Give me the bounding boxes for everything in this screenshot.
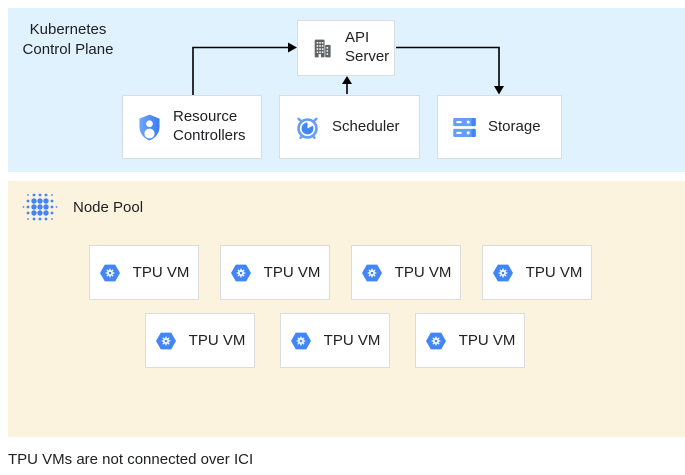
tpu-vm-label: TPU VM bbox=[323, 332, 381, 349]
dot-grid-icon bbox=[22, 189, 58, 225]
node-pool-label: Node Pool bbox=[73, 198, 144, 216]
tpu-vm-label: TPU VM bbox=[394, 264, 452, 281]
building-icon bbox=[310, 36, 335, 61]
tpu-hexagon-icon bbox=[99, 263, 121, 283]
control-plane-label: Kubernetes Control Plane bbox=[22, 21, 114, 59]
tpu-vm-label: TPU VM bbox=[263, 264, 321, 281]
tpu-vm-node-5: TPU VM bbox=[145, 313, 255, 368]
tpu-vm-node-3: TPU VM bbox=[351, 245, 461, 300]
tpu-vm-label: TPU VM bbox=[458, 332, 516, 349]
scheduler-node: Scheduler bbox=[279, 95, 420, 159]
tpu-vm-label: TPU VM bbox=[188, 332, 246, 349]
scheduler-label: Scheduler bbox=[332, 117, 400, 135]
tpu-hexagon-icon bbox=[290, 331, 312, 351]
tpu-hexagon-icon bbox=[155, 331, 177, 351]
tpu-vm-node-1: TPU VM bbox=[89, 245, 199, 300]
node-pool-header: Node Pool bbox=[22, 189, 143, 225]
tpu-vm-label: TPU VM bbox=[132, 264, 190, 281]
tpu-vm-node-6: TPU VM bbox=[280, 313, 390, 368]
resource-controllers-node: Resource Controllers bbox=[122, 95, 262, 159]
tpu-vm-node-7: TPU VM bbox=[415, 313, 525, 368]
tpu-vm-node-2: TPU VM bbox=[220, 245, 330, 300]
storage-node: Storage bbox=[437, 95, 562, 159]
node-pool-panel bbox=[8, 181, 685, 437]
shield-person-icon bbox=[136, 113, 163, 142]
server-stack-icon bbox=[451, 114, 478, 141]
alarm-clock-icon bbox=[293, 113, 322, 142]
tpu-vm-label: TPU VM bbox=[525, 264, 583, 281]
storage-label: Storage bbox=[488, 117, 541, 135]
tpu-hexagon-icon bbox=[425, 331, 447, 351]
api-server-node: API Server bbox=[297, 20, 395, 76]
resource-controllers-label: Resource Controllers bbox=[173, 108, 246, 144]
api-server-label: API Server bbox=[345, 29, 390, 65]
tpu-hexagon-icon bbox=[492, 263, 514, 283]
tpu-vm-node-4: TPU VM bbox=[482, 245, 592, 300]
tpu-hexagon-icon bbox=[230, 263, 252, 283]
tpu-hexagon-icon bbox=[361, 263, 383, 283]
footnote-text: TPU VMs are not connected over ICI bbox=[8, 451, 254, 468]
